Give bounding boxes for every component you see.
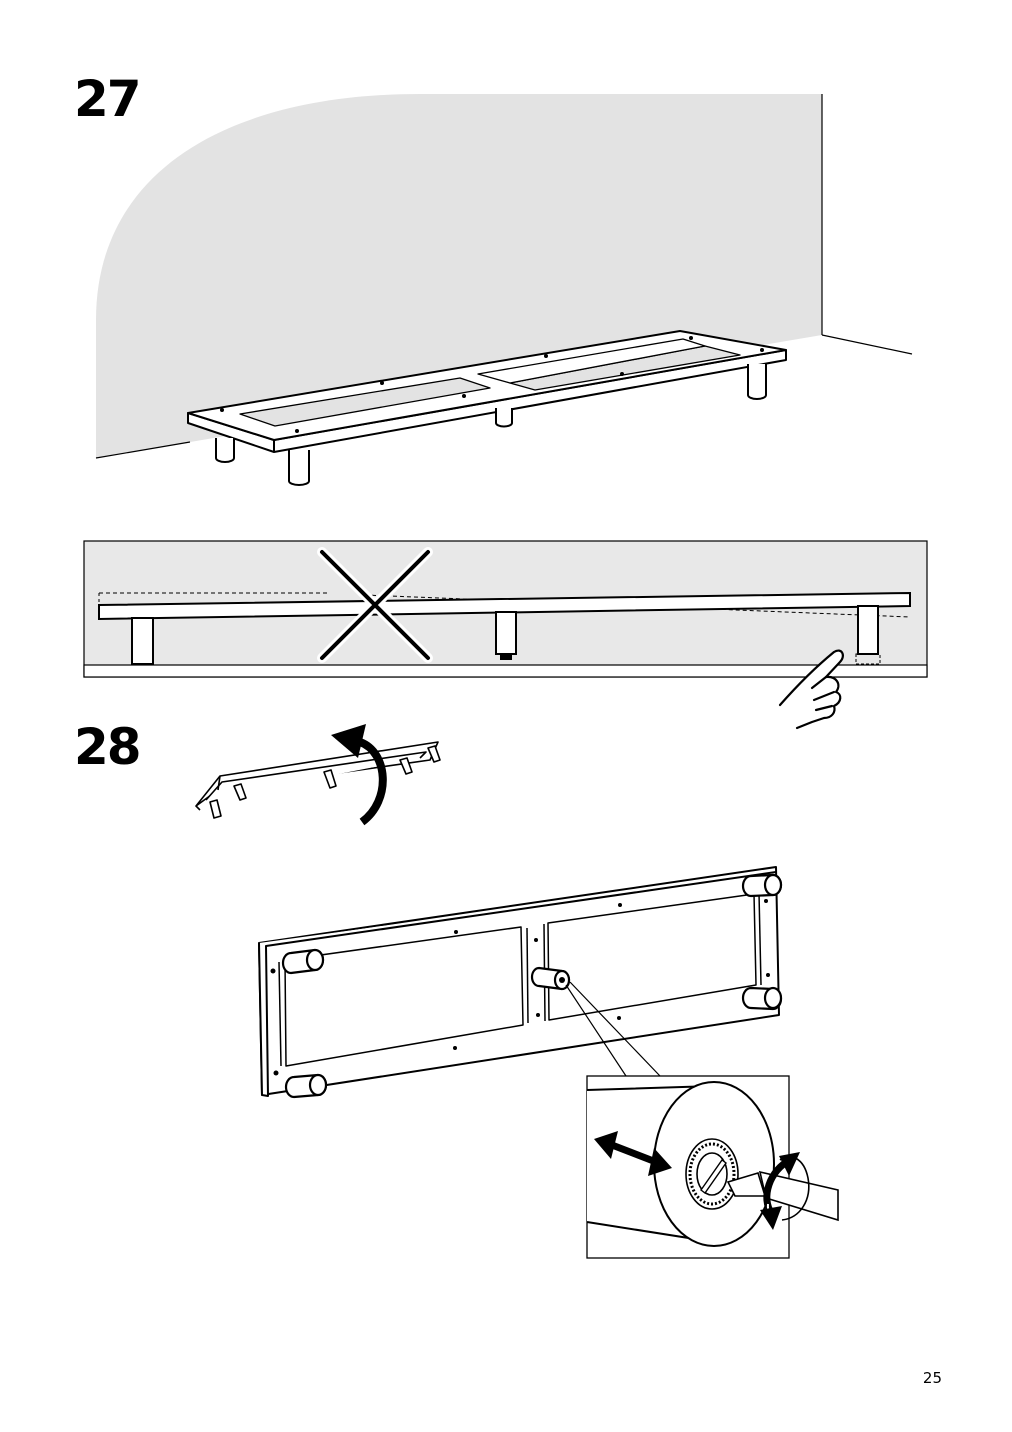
- pointing-hand-icon: [778, 649, 844, 730]
- upside-down-frame: [258, 866, 783, 1099]
- wrong-cross-icon: [317, 547, 433, 663]
- zoom-connector: [565, 981, 661, 1077]
- step27-scene: [95, 94, 913, 486]
- bench-frame: [187, 330, 787, 486]
- page-number: 25: [922, 1369, 942, 1387]
- flip-frame-sketch: [195, 741, 441, 819]
- rotate-arrow-icon: [331, 724, 387, 826]
- level-warning-panel: [83, 540, 928, 678]
- step-number-27: 27: [74, 70, 142, 128]
- step-number-28: 28: [74, 718, 142, 776]
- leg-adjust-detail: [586, 1075, 839, 1259]
- wall-shape: [96, 94, 822, 458]
- turn-arrow-icon: [760, 1152, 800, 1230]
- slide-arrow-icon: [594, 1131, 672, 1176]
